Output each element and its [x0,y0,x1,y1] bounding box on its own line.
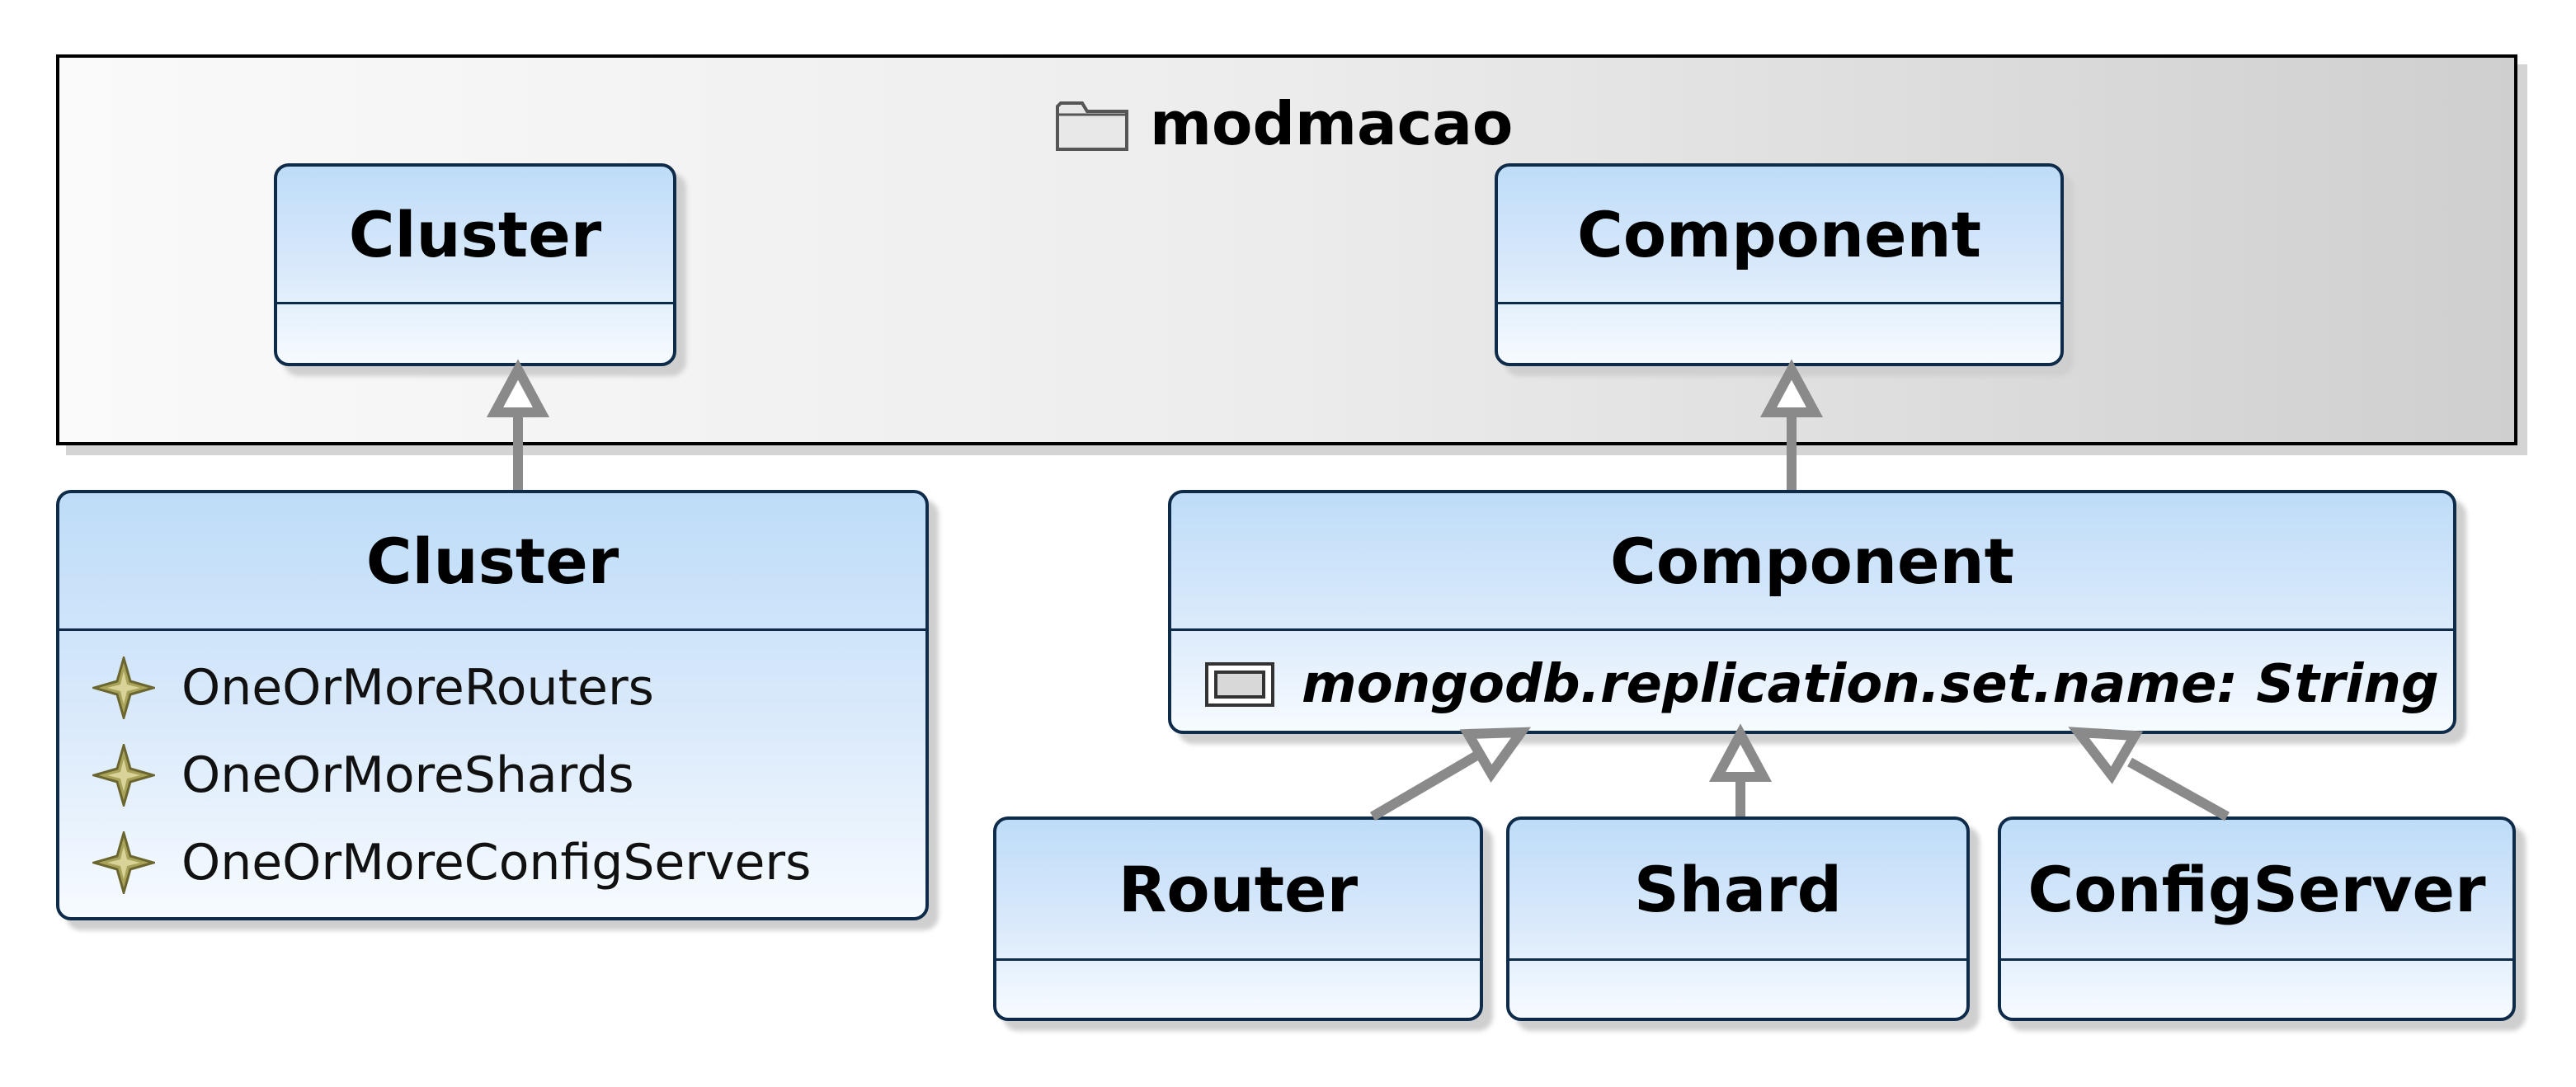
class-name: Router [996,820,1480,961]
generalization-edge-shard[interactable] [1708,723,1773,816]
class-shard[interactable]: Shard [1506,816,1970,1021]
generalization-edge-router[interactable] [1369,727,1531,821]
class-name: Component [1498,167,2060,304]
generalization-edge-configserver[interactable] [2068,727,2230,821]
class-configserver[interactable]: ConfigServer [1998,816,2516,1021]
attribute-label: OneOrMoreShards [181,746,634,804]
constraint-star-icon [92,656,155,719]
package-header: modmacao [1054,89,1513,158]
folder-icon [1056,101,1128,151]
class-router[interactable]: Router [993,816,1483,1021]
attribute-label: OneOrMoreRouters [181,659,654,717]
class-component-base[interactable]: Component [1495,163,2064,366]
attribute-label: OneOrMoreConfigServers [181,834,812,892]
attribute-item[interactable]: OneOrMoreRouters [92,655,654,721]
attribute-item[interactable]: OneOrMoreConfigServers [92,830,811,896]
constraint-star-icon [92,831,155,894]
class-cluster-base[interactable]: Cluster [274,163,676,366]
attribute-item[interactable]: mongodb.replication.set.name: String [1204,652,2439,718]
attribute-label: mongodb.replication.set.name: String [1302,654,2439,715]
attribute-field-icon [1205,662,1274,707]
class-name: Cluster [277,167,673,304]
constraint-star-icon [92,744,155,807]
class-name: Shard [1509,820,1966,961]
class-name: ConfigServer [2001,820,2512,961]
class-name: Cluster [59,493,925,631]
attribute-item[interactable]: OneOrMoreShards [92,742,634,808]
class-cluster[interactable]: Cluster OneOrMoreRouters OneOrMoreShards [56,490,929,920]
class-component[interactable]: Component mongodb.replication.set.name: … [1168,490,2456,734]
generalization-edge-cluster[interactable] [486,359,550,490]
class-name: Component [1171,493,2453,631]
generalization-edge-component[interactable] [1759,359,1824,490]
package-name: modmacao [1150,89,1514,158]
